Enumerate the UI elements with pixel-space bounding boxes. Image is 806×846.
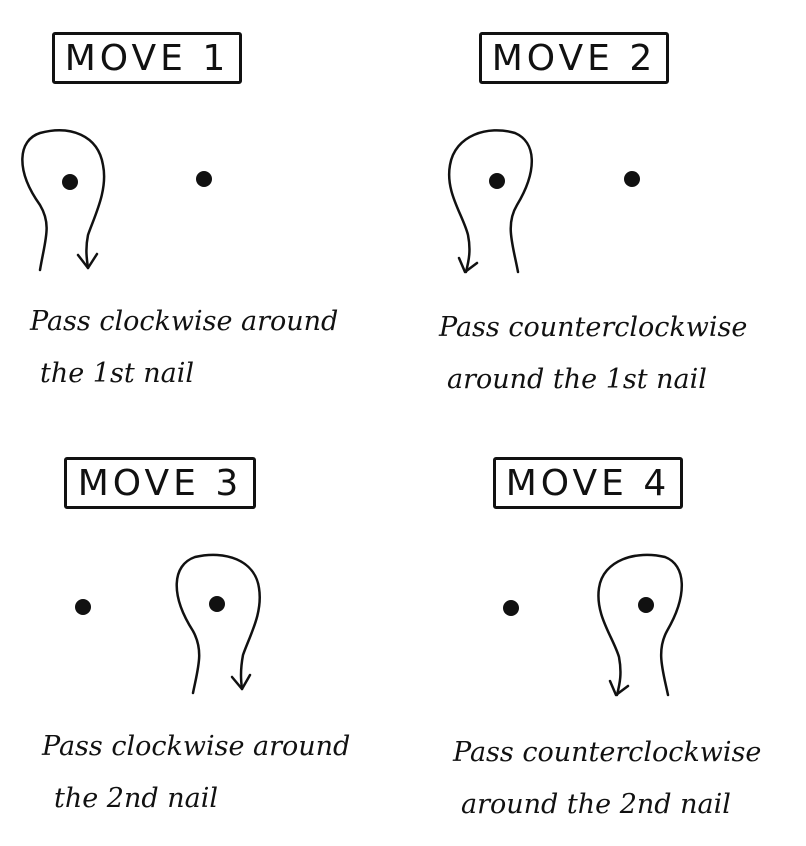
move-4-nail-2 — [638, 597, 654, 613]
move-2-nail-1 — [489, 173, 505, 189]
move-2-arrow-head — [457, 256, 479, 274]
move-1-caption-line-2: the 1st nail — [40, 358, 195, 389]
move-2-nail-2 — [624, 171, 640, 187]
move-4-caption-line-2: around the 2nd nail — [461, 789, 731, 820]
move-3-nail-1 — [75, 599, 91, 615]
move-3-caption-line-2: the 2nd nail — [54, 783, 218, 814]
move-4-arrow-head — [608, 679, 630, 697]
move-4-diagram — [503, 553, 683, 697]
move-3-panel: MOVE 3 Pass clockwise around the 2nd nai… — [0, 423, 403, 846]
move-3-caption: Pass clockwise around the 2nd nail — [42, 721, 350, 825]
move-4-nail-1 — [503, 600, 519, 616]
move-4-title: MOVE 4 — [493, 457, 683, 509]
move-4-panel: MOVE 4 Pass counterclockwise around the … — [403, 423, 806, 846]
move-1-caption: Pass clockwise around the 1st nail — [30, 296, 338, 400]
move-2-string-loop — [447, 129, 533, 274]
move-4-caption: Pass counterclockwise around the 2nd nai… — [453, 727, 761, 831]
move-2-panel: MOVE 2 Pass counterclockwise around the … — [403, 0, 806, 423]
move-1-caption-line-1: Pass clockwise around — [30, 306, 339, 337]
move-2-diagram — [447, 129, 640, 274]
move-1-panel: MOVE 1 Pass clockwise around the 1st nai… — [0, 0, 403, 423]
move-1-arrow-head — [76, 252, 99, 270]
move-3-title: MOVE 3 — [64, 457, 256, 509]
move-4-string-loop — [597, 553, 683, 697]
move-3-arrow-head — [230, 673, 252, 691]
move-1-title: MOVE 1 — [52, 32, 242, 84]
move-1-diagram — [21, 129, 212, 272]
move-2-caption-line-2: around the 1st nail — [447, 364, 707, 395]
move-3-string-loop — [175, 553, 261, 695]
move-4-caption-line-1: Pass counterclockwise — [453, 737, 762, 768]
move-3-diagram — [75, 553, 261, 695]
move-2-title: MOVE 2 — [479, 32, 669, 84]
move-1-nail-1 — [62, 174, 78, 190]
move-2-caption-line-1: Pass counterclockwise — [439, 312, 748, 343]
move-3-caption-line-1: Pass clockwise around — [42, 731, 351, 762]
move-1-nail-2 — [196, 171, 212, 187]
move-3-nail-2 — [209, 596, 225, 612]
move-1-string-loop — [21, 129, 106, 272]
move-2-caption: Pass counterclockwise around the 1st nai… — [439, 302, 747, 406]
